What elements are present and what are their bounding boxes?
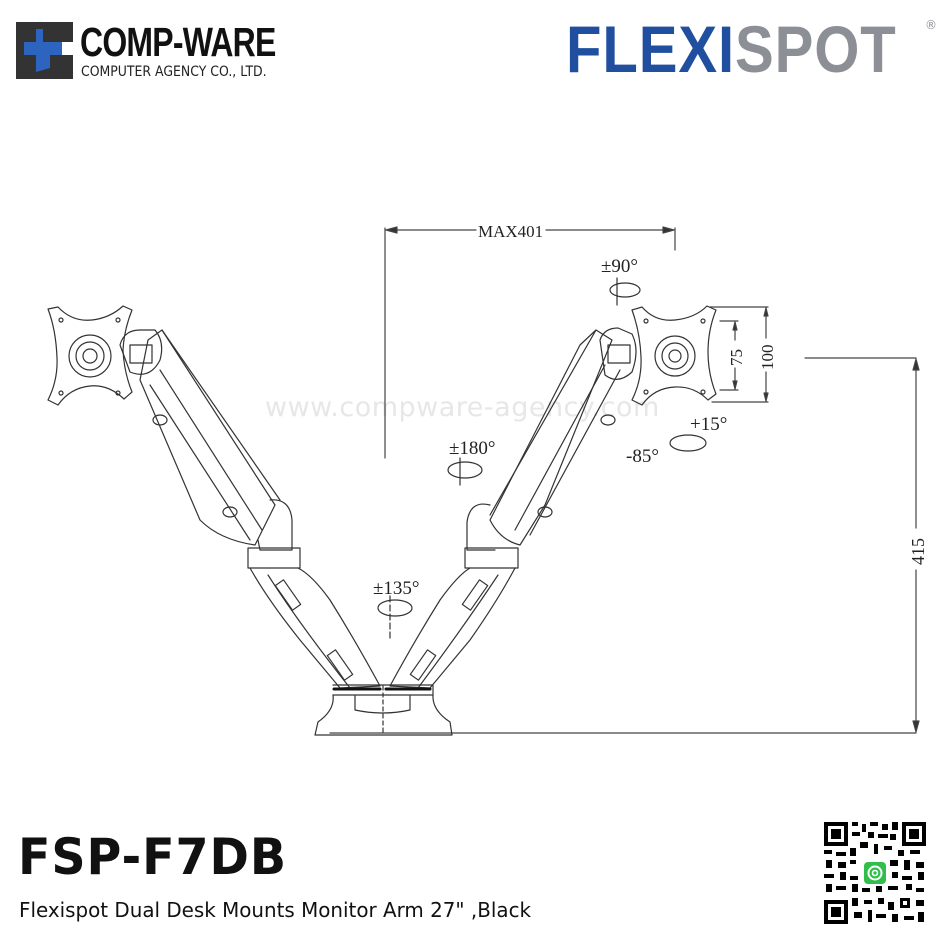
right-vesa-plate — [631, 305, 717, 406]
product-description: Flexispot Dual Desk Mounts Monitor Arm 2… — [19, 898, 532, 922]
flexispot-logo-part1: FLEXI — [566, 12, 735, 86]
vesa-100-label: 100 — [758, 345, 777, 371]
tilt-down-label: -85° — [626, 446, 659, 467]
flexispot-logo-part2: SPOT — [734, 12, 897, 86]
rotation-135-label: ±135° — [373, 578, 420, 599]
monitor-arm-drawing: MAX401 415 75 100 ±90° ±180° ±135° +15° … — [0, 200, 945, 760]
vesa-75-label: 75 — [727, 349, 746, 366]
model-number: FSP-F7DB — [18, 828, 288, 886]
rotation-arrows-icon — [377, 277, 707, 641]
tilt-up-label: +15° — [690, 414, 727, 435]
height-dimension — [329, 357, 920, 734]
desk-base — [314, 684, 453, 736]
max-reach-label: MAX401 — [478, 222, 543, 241]
right-arm — [389, 327, 637, 689]
left-arm — [119, 329, 381, 689]
line-qr-code-icon[interactable] — [822, 820, 928, 926]
rotation-90-label: ±90° — [601, 256, 638, 277]
registered-mark: ® — [925, 18, 937, 32]
vesa-dimensions — [709, 306, 769, 403]
left-vesa-plate — [47, 305, 133, 406]
comp-ware-logo-mark-icon — [16, 22, 73, 79]
max-reach-dimension — [384, 226, 676, 459]
height-label: 415 — [908, 538, 928, 565]
comp-ware-subtitle: COMPUTER AGENCY CO., LTD. — [81, 64, 267, 80]
rotation-180-label: ±180° — [449, 438, 496, 459]
comp-ware-name: COMP-WARE — [80, 19, 276, 65]
flexispot-logo: FLEXISPOT — [566, 14, 897, 84]
